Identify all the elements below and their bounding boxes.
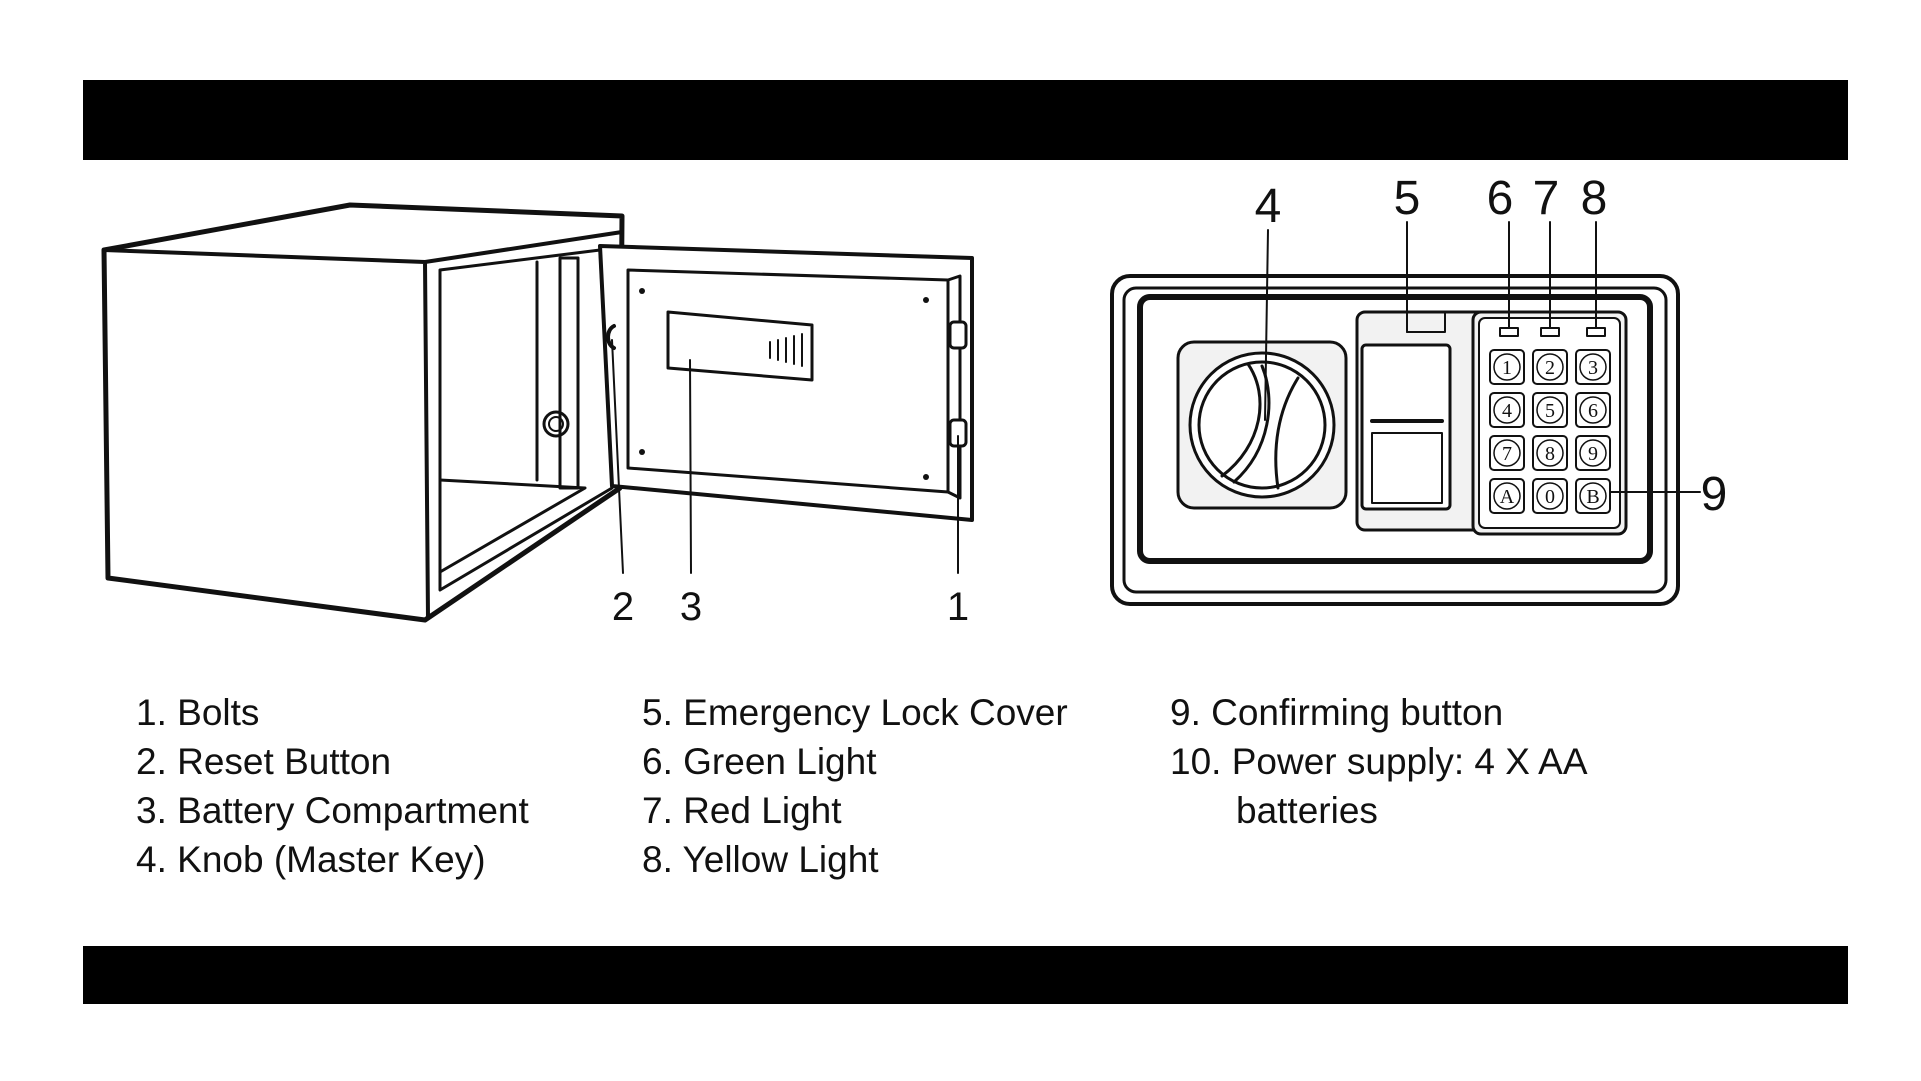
callout-8: 8 bbox=[1581, 172, 1608, 225]
legend-column-3: 9. Confirming button 10. Power supply: 4… bbox=[1170, 688, 1730, 835]
legend-item-battery-compartment: 3. Battery Compartment bbox=[136, 786, 529, 835]
keypad-key-3: 3 bbox=[1576, 350, 1610, 384]
legend-item-green-light: 6. Green Light bbox=[642, 737, 1068, 786]
keypad-key-8: 8 bbox=[1533, 436, 1567, 470]
legend-column-1: 1. Bolts 2. Reset Button 3. Battery Comp… bbox=[136, 688, 529, 884]
keypad-key-0: 0 bbox=[1533, 479, 1567, 513]
keypad-key-2: 2 bbox=[1533, 350, 1567, 384]
parts-legend: 1. Bolts 2. Reset Button 3. Battery Comp… bbox=[0, 688, 1921, 908]
keypad-key-label: B bbox=[1586, 486, 1599, 508]
keypad-key-label: 4 bbox=[1502, 400, 1512, 422]
legend-item-reset-button: 2. Reset Button bbox=[136, 737, 529, 786]
legend-item-bolts: 1. Bolts bbox=[136, 688, 529, 737]
legend-item-knob: 4. Knob (Master Key) bbox=[136, 835, 529, 884]
callout-1: 1 bbox=[947, 585, 969, 629]
legend-column-2: 5. Emergency Lock Cover 6. Green Light 7… bbox=[642, 688, 1068, 884]
leader-3 bbox=[690, 360, 691, 573]
legend-item-emergency-lock-cover: 5. Emergency Lock Cover bbox=[642, 688, 1068, 737]
legend-item-yellow-light: 8. Yellow Light bbox=[642, 835, 1068, 884]
keypad-key-6: 6 bbox=[1576, 393, 1610, 427]
callout-5: 5 bbox=[1394, 172, 1421, 225]
callout-9: 9 bbox=[1701, 468, 1728, 521]
keypad-key-label: 0 bbox=[1545, 486, 1555, 508]
control-panel-illustration bbox=[1112, 222, 1700, 604]
safe-body-outline bbox=[104, 205, 622, 620]
keypad-key-label: 6 bbox=[1588, 400, 1598, 422]
callout-2: 2 bbox=[612, 585, 634, 629]
keypad-key-9: 9 bbox=[1576, 436, 1610, 470]
keypad-key-1: 1 bbox=[1490, 350, 1524, 384]
keypad-key-label: 9 bbox=[1588, 443, 1598, 465]
callout-7: 7 bbox=[1533, 172, 1560, 225]
keypad-key-label: 7 bbox=[1502, 443, 1512, 465]
keypad-key-b: B bbox=[1576, 479, 1610, 513]
keypad-key-7: 7 bbox=[1490, 436, 1524, 470]
keypad-key-label: 8 bbox=[1545, 443, 1555, 465]
keypad-key-label: 2 bbox=[1545, 357, 1555, 379]
callout-3: 3 bbox=[680, 585, 702, 629]
open-safe-illustration bbox=[104, 205, 972, 620]
keypad-key-label: 5 bbox=[1545, 400, 1555, 422]
callout-6: 6 bbox=[1487, 172, 1514, 225]
keypad-key-label: 3 bbox=[1588, 357, 1598, 379]
keypad-key-label: 1 bbox=[1502, 357, 1512, 379]
keypad-key-5: 5 bbox=[1533, 393, 1567, 427]
legend-item-power-supply: 10. Power supply: 4 X AA batteries bbox=[1170, 737, 1696, 835]
master-key-knob bbox=[1190, 353, 1334, 497]
keypad-key-label: A bbox=[1500, 486, 1515, 508]
keypad-key-4: 4 bbox=[1490, 393, 1524, 427]
keypad-key-a: A bbox=[1490, 479, 1524, 513]
legend-item-confirming-button: 9. Confirming button bbox=[1170, 688, 1730, 737]
legend-item-red-light: 7. Red Light bbox=[642, 786, 1068, 835]
callout-4: 4 bbox=[1255, 180, 1282, 233]
